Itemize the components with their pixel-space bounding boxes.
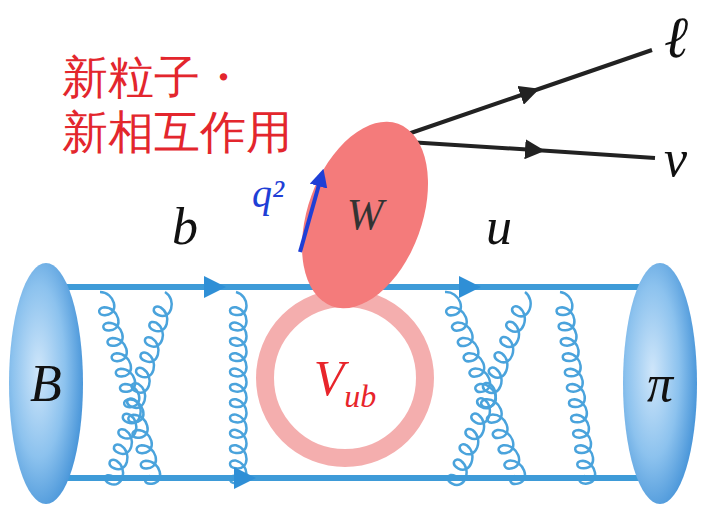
meson-label: B: [30, 355, 62, 412]
momentum-label: q²: [252, 172, 284, 216]
ckm-subscript: ub: [344, 379, 376, 414]
quark-line: [67, 475, 639, 481]
pion: π: [622, 262, 698, 505]
ckm-vertex-ring: Vub: [255, 288, 435, 468]
meson-ellipse: [9, 263, 83, 504]
quark-label: b: [172, 198, 198, 255]
lepton-line: [405, 50, 652, 135]
vertex-ring: [265, 298, 425, 458]
gluon: [447, 290, 535, 488]
meson-ellipse: [623, 263, 697, 504]
interaction-blob: [278, 104, 451, 325]
neutrino-line: [408, 142, 655, 158]
boson-label: W: [347, 191, 384, 239]
ckm-symbol: V: [314, 351, 345, 406]
gluon: [230, 292, 247, 484]
node-text-group: W: [347, 191, 384, 239]
quark-label: u: [486, 198, 512, 255]
node-text-group: π: [647, 355, 673, 412]
gluon: [554, 291, 596, 485]
w-boson-blob: W: [295, 110, 435, 320]
node-text-group: Vub: [314, 351, 377, 406]
node-text-group: B: [30, 355, 62, 412]
b-meson: B: [8, 262, 84, 505]
momentum-arrow: [300, 174, 322, 252]
gluons: [94, 288, 596, 487]
gluon: [104, 290, 175, 486]
new-physics-note: 新粒子・ 新相互作用: [62, 50, 322, 160]
lepton-label: ℓ: [664, 6, 688, 70]
neutrino-label: ν: [664, 130, 687, 187]
meson-label: π: [647, 355, 673, 412]
